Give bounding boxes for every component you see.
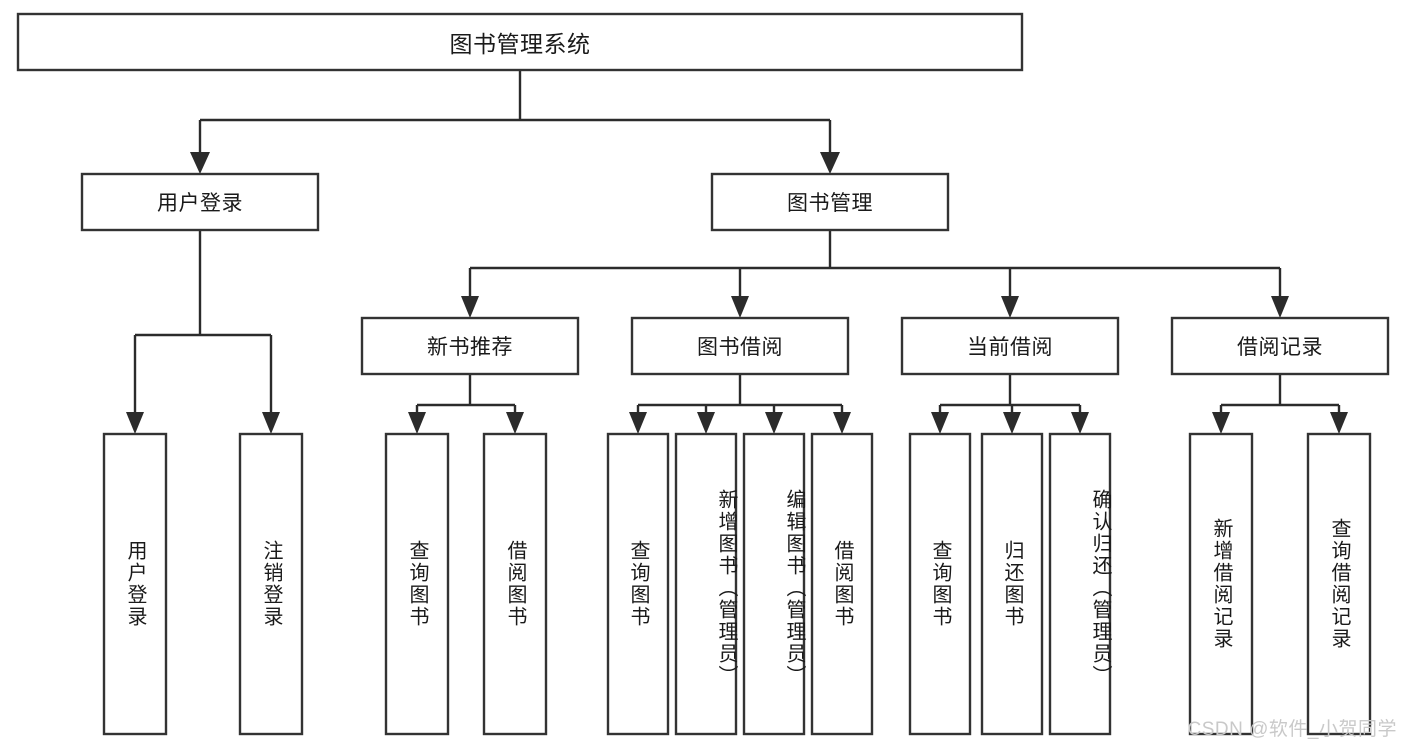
connector-group-new-book-recommend (408, 374, 524, 434)
arrowhead-leaf-add-book (697, 412, 715, 434)
connector-group-book-borrow (629, 374, 851, 434)
arrowhead-leaf-user-login (126, 412, 144, 434)
node-box-leaf-confirm-return[interactable] (1048, 432, 1112, 736)
node-box-new-book-recommend[interactable] (360, 316, 580, 376)
node-box-leaf-return-book[interactable] (980, 432, 1044, 736)
node-box-leaf-query-book-1[interactable] (384, 432, 450, 736)
arrowhead-leaf-confirm-return (1071, 412, 1089, 434)
node-box-leaf-logout[interactable] (238, 432, 304, 736)
connector-group-current-borrow (931, 374, 1089, 434)
node-box-book-borrow[interactable] (630, 316, 850, 376)
arrowhead-user-login (190, 152, 210, 174)
arrowhead-book-borrow (731, 296, 749, 318)
node-box-leaf-query-book-2[interactable] (606, 432, 670, 736)
arrowhead-leaf-query-record (1330, 412, 1348, 434)
node-box-current-borrow[interactable] (900, 316, 1120, 376)
node-box-user-login[interactable] (80, 172, 320, 232)
node-box-leaf-add-record[interactable] (1188, 432, 1254, 736)
arrowhead-leaf-edit-book (765, 412, 783, 434)
node-box-borrow-record[interactable] (1170, 316, 1390, 376)
connector-group-root (190, 70, 840, 174)
node-box-book-manage[interactable] (710, 172, 950, 232)
node-box-leaf-add-book[interactable] (674, 432, 738, 736)
arrowhead-leaf-query-book-2 (629, 412, 647, 434)
arrowhead-leaf-query-book-1 (408, 412, 426, 434)
arrowhead-leaf-logout (262, 412, 280, 434)
node-box-leaf-query-record[interactable] (1306, 432, 1372, 736)
node-box-leaf-borrow-book-2[interactable] (810, 432, 874, 736)
connector-group-borrow-record (1212, 374, 1348, 434)
node-box-leaf-user-login[interactable] (102, 432, 168, 736)
node-box-leaf-query-book-3[interactable] (908, 432, 972, 736)
arrowhead-book-manage (820, 152, 840, 174)
arrowhead-leaf-borrow-book-1 (506, 412, 524, 434)
arrowhead-leaf-return-book (1003, 412, 1021, 434)
node-box-leaf-borrow-book-1[interactable] (482, 432, 548, 736)
connector-group-user-login (126, 230, 280, 434)
arrowhead-new-book-recommend (461, 296, 479, 318)
node-box-leaf-edit-book[interactable] (742, 432, 806, 736)
arrowhead-borrow-record (1271, 296, 1289, 318)
arrowhead-current-borrow (1001, 296, 1019, 318)
arrowhead-leaf-query-book-3 (931, 412, 949, 434)
connector-group-book-manage (461, 230, 1289, 318)
node-box-root[interactable] (16, 12, 1024, 72)
arrowhead-leaf-add-record (1212, 412, 1230, 434)
arrowhead-leaf-borrow-book-2 (833, 412, 851, 434)
